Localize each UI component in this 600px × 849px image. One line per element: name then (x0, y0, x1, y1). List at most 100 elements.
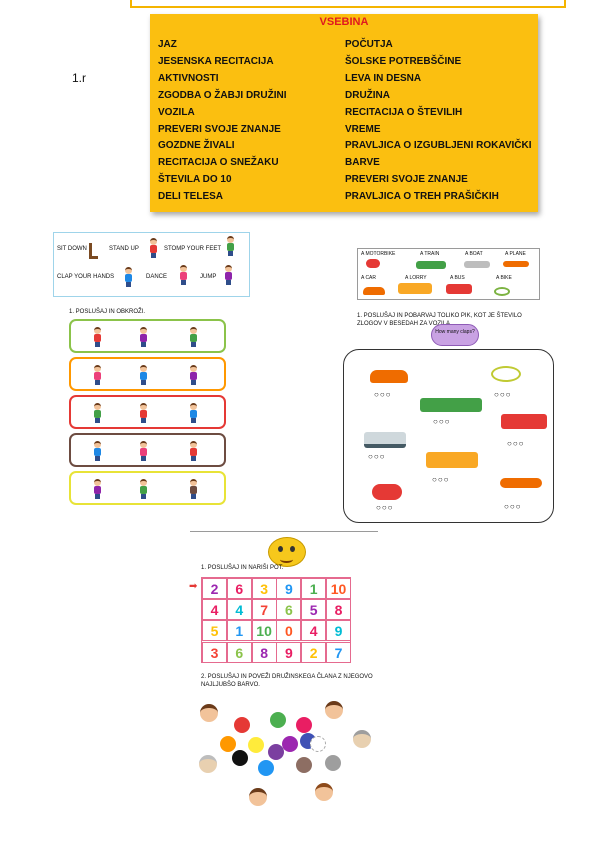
child-icon (189, 327, 198, 347)
contents-item: BARVE (345, 157, 380, 169)
grid-cell[interactable]: 6 (276, 599, 302, 621)
color-blot[interactable] (234, 717, 250, 733)
label-dance: DANCE (146, 274, 168, 280)
grid-cell[interactable]: 4 (301, 620, 327, 642)
label-plane: A PLANE (505, 251, 526, 257)
child-icon (139, 479, 148, 499)
action-row[interactable] (69, 395, 226, 429)
chair-icon (89, 243, 98, 259)
syllable-circles: ○○○ (494, 390, 512, 399)
boat-icon (364, 432, 406, 448)
syllable-circles: ○○○ (376, 503, 394, 512)
syllable-circles: ○○○ (433, 417, 451, 426)
train-icon (420, 398, 482, 412)
path-task: 1. POSLUŠAJ IN NARIŠI POT. (201, 565, 284, 571)
contents-item: POČUTJA (345, 39, 393, 50)
car-icon (370, 370, 408, 383)
color-blot[interactable] (296, 757, 312, 773)
child-icon (189, 403, 198, 423)
color-blot[interactable] (296, 717, 312, 733)
action-row[interactable] (69, 433, 226, 467)
grid-cell[interactable]: 8 (251, 641, 277, 663)
grid-cell[interactable]: 6 (226, 641, 252, 663)
action-row[interactable] (69, 471, 226, 505)
child-icon (124, 267, 133, 287)
color-blot[interactable] (325, 755, 341, 771)
plane-icon (500, 478, 542, 488)
divider (190, 531, 378, 532)
contents-title: VSEBINA (319, 16, 369, 28)
family-member-face (200, 704, 218, 722)
child-icon (139, 441, 148, 461)
color-blot[interactable] (270, 712, 286, 728)
arrow-right-icon: ➡ (189, 581, 198, 592)
vehicles-vocabulary-card: A MOTORBIKE A TRAIN A BOAT A PLANE A CAR… (357, 248, 540, 300)
color-blot[interactable] (220, 736, 236, 752)
child-icon (93, 441, 102, 461)
actions-task: 1. POSLUŠAJ IN OBKROŽI. (69, 309, 146, 315)
action-row[interactable] (69, 357, 226, 391)
label-bike: A BIKE (496, 275, 512, 281)
grid-cell[interactable]: 6 (226, 578, 252, 599)
grid-cell[interactable]: 0 (276, 620, 302, 642)
family-member-face (315, 783, 333, 801)
grid-cell[interactable]: 1 (301, 578, 327, 599)
contents-item: RECITACIJA O ŠTEVILIH (345, 106, 463, 118)
label-stomp-your-feet: STOMP YOUR FEET (164, 246, 222, 252)
grid-cell[interactable]: 3 (202, 641, 227, 663)
contents-item: DELI TELESA (158, 191, 224, 203)
contents-item: DRUŽINA (345, 89, 390, 101)
bus-icon (501, 414, 547, 429)
contents-item: PRAVLJICA O IZGUBLJENI ROKAVIČKI (345, 140, 532, 152)
label-bus: A BUS (450, 275, 465, 281)
syllable-circles: ○○○ (374, 390, 392, 399)
grid-cell[interactable]: 8 (326, 599, 351, 621)
vehicles-exercise-frame: ○○○ ○○○ ○○○ ○○○ ○○○ ○○○ ○○○ ○○○ (343, 349, 554, 523)
color-blot[interactable] (232, 750, 248, 766)
grid-cell[interactable]: 2 (202, 578, 227, 599)
color-blot[interactable] (258, 760, 274, 776)
bus-icon (446, 284, 472, 294)
label-boat: A BOAT (465, 251, 483, 257)
syllable-circles: ○○○ (507, 439, 525, 448)
label-train: A TRAIN (420, 251, 440, 257)
color-blot[interactable] (268, 744, 284, 760)
top-frame (130, 0, 566, 8)
child-icon (139, 327, 148, 347)
car-icon (363, 287, 385, 295)
grid-cell[interactable]: 5 (301, 599, 327, 621)
grid-cell[interactable]: 10 (251, 620, 277, 642)
plane-icon (503, 261, 529, 267)
label-stand-up: STAND UP (109, 246, 139, 252)
color-blot[interactable] (248, 737, 264, 753)
contents-item: PREVERI SVOJE ZNANJE (158, 123, 281, 135)
motorbike-icon (366, 259, 380, 268)
color-blot[interactable] (310, 736, 326, 752)
grid-cell[interactable]: 3 (251, 578, 277, 599)
grid-cell[interactable]: 4 (226, 599, 252, 621)
grid-cell[interactable]: 10 (326, 578, 351, 599)
color-blot[interactable] (282, 736, 298, 752)
syllable-circles: ○○○ (432, 475, 450, 484)
grid-cell[interactable]: 9 (276, 578, 302, 599)
vehicles-task: 1. POSLUŠAJ IN POBARVAJ TOLIKO PIK, KOT … (357, 313, 522, 327)
contents-item: JAZ (158, 39, 177, 50)
contents-item: PRAVLJICA O TREH PRAŠIČKIH (345, 191, 499, 203)
label-motorbike: A MOTORBIKE (361, 251, 396, 257)
contents-item: AKTIVNOSTI (158, 72, 219, 84)
grid-cell[interactable]: 1 (226, 620, 252, 642)
grid-cell[interactable]: 4 (202, 599, 227, 621)
family-member-face (325, 701, 343, 719)
lorry-icon (398, 283, 432, 294)
child-icon (93, 479, 102, 499)
label-jump: JUMP (200, 274, 217, 280)
grid-cell[interactable]: 9 (326, 620, 351, 642)
action-row[interactable] (69, 319, 226, 353)
grid-cell[interactable]: 9 (276, 641, 302, 663)
grid-cell[interactable]: 2 (301, 641, 327, 663)
lorry-icon (426, 452, 478, 468)
bike-icon (494, 287, 510, 296)
grid-cell[interactable]: 7 (326, 641, 351, 663)
grid-cell[interactable]: 7 (251, 599, 277, 621)
grid-cell[interactable]: 5 (202, 620, 227, 642)
